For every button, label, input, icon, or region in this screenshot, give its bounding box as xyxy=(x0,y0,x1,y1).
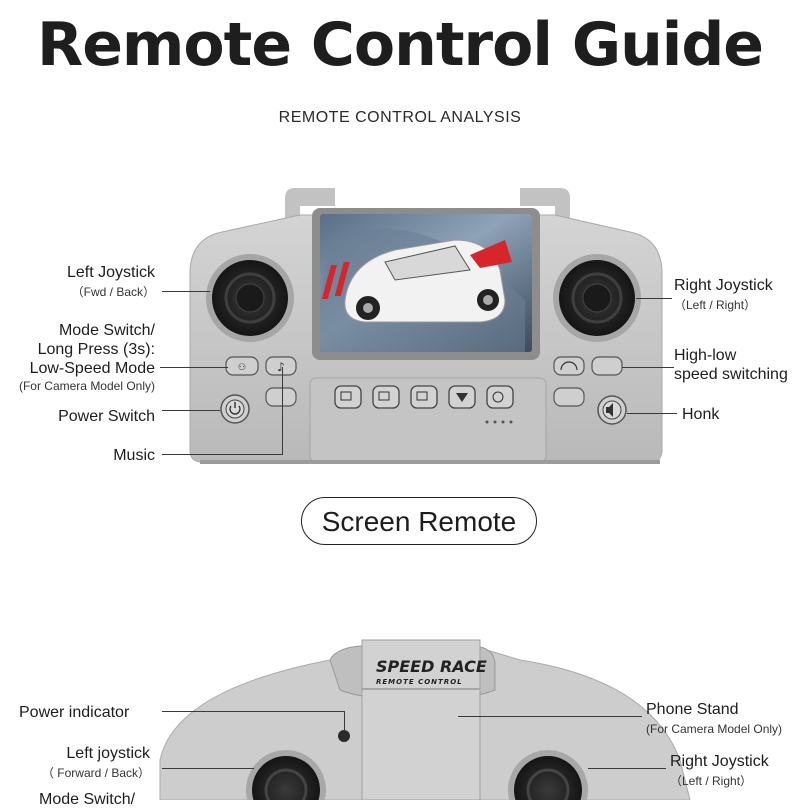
power-button-graphic xyxy=(220,394,250,424)
page-title: Remote Control Guide xyxy=(37,10,764,80)
left-joystick-2-label: Left joystick xyxy=(66,745,150,762)
screen-remote-caption: Screen Remote xyxy=(301,497,537,545)
leader-line xyxy=(162,410,220,411)
phone-stand-sub: (For Camera Model Only) xyxy=(646,722,783,736)
leader-line xyxy=(588,768,666,769)
blank-button-right xyxy=(553,387,585,407)
svg-text:⚇: ⚇ xyxy=(238,363,246,373)
music-button-graphic: ♪ xyxy=(265,356,297,376)
left-joystick-sub: （Fwd / Back） xyxy=(71,285,155,299)
left-joystick-label: Left Joystick xyxy=(66,264,155,281)
speed-switch-line2: speed switching xyxy=(674,366,788,383)
second-remote-illustration xyxy=(159,639,691,800)
mode-switch-button-graphic: ⚇ xyxy=(225,356,259,376)
right-joystick-sub: （Left / Right） xyxy=(674,298,757,312)
right-joystick-2-label: Right Joystick xyxy=(670,753,769,770)
leader-line xyxy=(162,291,210,292)
leader-line xyxy=(162,711,344,712)
leader-line xyxy=(162,768,254,769)
right-joystick-2-sub: （Left / Right） xyxy=(670,774,753,788)
leader-line xyxy=(636,298,672,299)
power-indicator-label: Power indicator xyxy=(19,704,130,721)
brand-logo: SPEED RACE xyxy=(376,657,487,676)
camera-buttons-graphic xyxy=(334,385,514,424)
right-joystick-label: Right Joystick xyxy=(674,277,773,294)
page-subtitle: REMOTE CONTROL ANALYSIS xyxy=(278,109,522,126)
leader-line xyxy=(458,716,642,717)
leader-line xyxy=(627,413,677,414)
leader-line xyxy=(344,711,345,731)
leader-line xyxy=(622,367,674,368)
brand-tagline: REMOTE CONTROL xyxy=(376,678,463,686)
leader-line xyxy=(160,367,228,368)
music-label: Music xyxy=(113,447,155,464)
power-switch-label: Power Switch xyxy=(58,408,155,425)
mode-switch-line2: Long Press (3s): xyxy=(37,341,155,358)
honk-button-graphic xyxy=(597,395,627,425)
left-joystick-2-sub: （ Forward / Back） xyxy=(41,766,150,780)
svg-text:♪: ♪ xyxy=(277,360,285,374)
right-joystick-graphic xyxy=(553,254,641,342)
honk-label: Honk xyxy=(682,406,720,423)
phone-stand-label: Phone Stand xyxy=(646,701,739,718)
mode-switch-line3: Low-Speed Mode xyxy=(29,360,155,377)
screen-display xyxy=(312,208,540,360)
left-joystick-graphic xyxy=(206,254,294,342)
leader-line xyxy=(162,454,282,455)
mode-switch-sub: (For Camera Model Only) xyxy=(18,379,155,393)
leader-line xyxy=(282,367,283,455)
speed-switch-line1: High-low xyxy=(674,347,737,364)
speed-button-graphic xyxy=(553,356,623,376)
mode-switch-line1: Mode Switch/ xyxy=(58,322,155,339)
blank-button xyxy=(265,387,297,407)
